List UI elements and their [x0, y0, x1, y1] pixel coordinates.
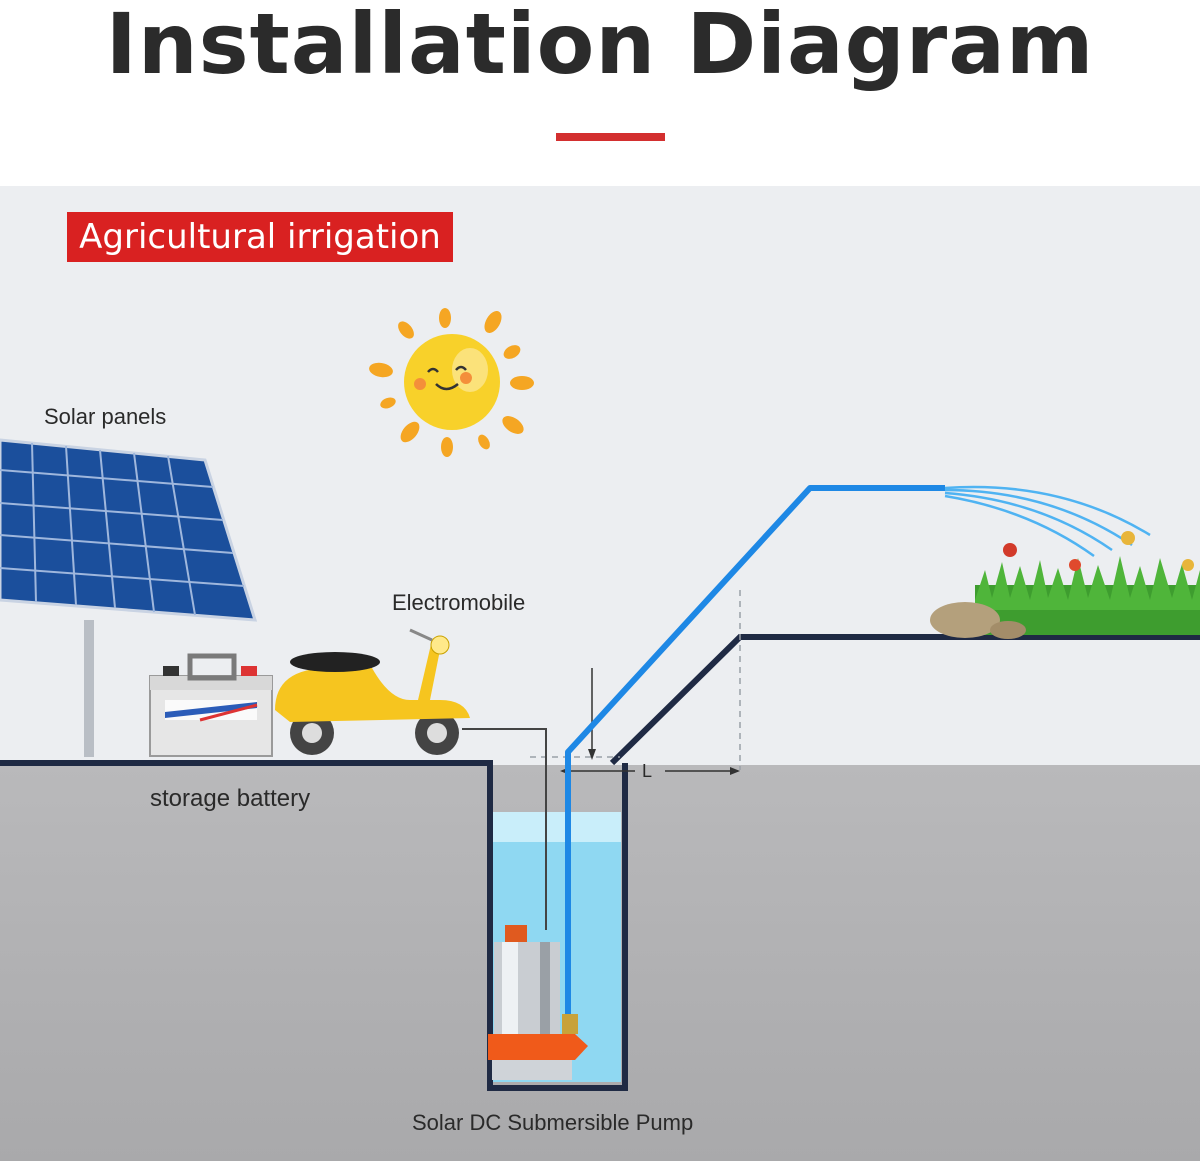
pump-label: Solar DC Submersible Pump: [412, 1110, 694, 1135]
water-pipe: [565, 485, 945, 1020]
distance-label: L: [642, 761, 653, 781]
ground-outline: [0, 760, 628, 1091]
pump-cable: [462, 728, 547, 930]
submersible-pump: [488, 925, 588, 1080]
solar-panels-label: Solar panels: [44, 404, 167, 429]
water-spray: [944, 485, 1151, 558]
field-outline: [609, 634, 1200, 766]
electromobile-label: Electromobile: [392, 590, 526, 615]
section-badge: Agricultural irrigation: [67, 212, 453, 262]
rock: [930, 602, 1000, 638]
page-title: Installation Diagram: [105, 0, 1095, 93]
electromobile-scooter: [275, 628, 470, 755]
sun-icon: [369, 308, 534, 457]
storage-battery: [149, 653, 273, 757]
title-underline: [556, 133, 665, 141]
storage-battery-label: storage battery: [150, 785, 311, 812]
solar-panel: [0, 438, 258, 757]
grass-field: [975, 531, 1200, 635]
